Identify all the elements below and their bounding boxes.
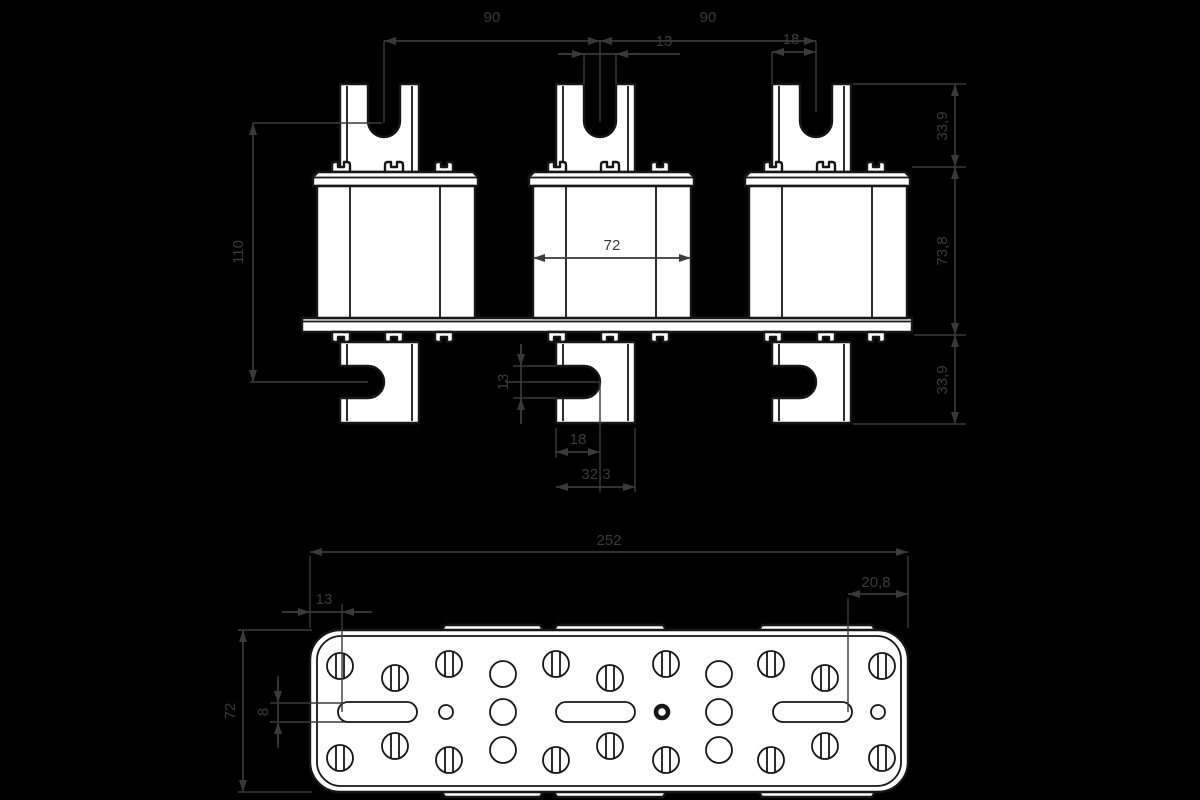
fuse-front-3 [743, 82, 912, 425]
dim-plate-width: 252 [309, 532, 909, 628]
front-view: 90 90 13 18 110 [230, 9, 966, 492]
dim-label-plate-slot-height: 8 [255, 708, 272, 716]
dim-label-top-blade-height: 33,9 [934, 111, 951, 140]
dim-bottom-slot-offset: 18 [555, 428, 600, 458]
dim-plate-depth: 72 [222, 629, 312, 793]
base-plate-inner-edge [316, 635, 902, 787]
dim-label-body-width: 72 [604, 237, 621, 254]
dim-label-bottom-blade-width: 32,3 [581, 466, 610, 483]
dim-height-stack: 33,9 73,8 33,9 [853, 83, 966, 425]
dim-label-bottom-slot-offset: 18 [570, 431, 587, 448]
dim-bottom-slot-height: 13 [495, 344, 556, 424]
dim-label-edge-to-slot: 13 [316, 591, 333, 608]
dim-plate-edge-to-slot: 13 [282, 591, 372, 712]
dim-body-width: 72 [533, 237, 691, 262]
dim-label-plate-width: 252 [596, 532, 621, 549]
dim-overall-height: 110 [230, 122, 382, 382]
dim-span-right: 90 [600, 9, 816, 45]
dim-plate-slot-height: 8 [255, 676, 345, 748]
dim-label-plate-depth: 72 [222, 703, 239, 720]
plate-slots-middle-row [337, 698, 886, 726]
mounting-rail [300, 316, 914, 334]
dim-plate-slot-to-edge: 20,8 [847, 574, 908, 712]
dim-label-bottom-slot-height: 13 [495, 374, 512, 391]
dim-label-top-blade-offset: 18 [783, 31, 800, 48]
dim-label-bottom-blade-height: 33,9 [934, 365, 951, 394]
dim-top-slot-width: 13 [558, 33, 680, 84]
dim-label-slot-to-edge: 20,8 [861, 574, 890, 591]
dim-label-span-right: 90 [700, 9, 717, 26]
plate-holes-top-row [326, 650, 896, 692]
plate-holes-bottom-row [326, 732, 896, 774]
dim-span-left: 90 [384, 9, 600, 45]
bottom-view: 252 13 20,8 72 [222, 532, 910, 799]
dim-bottom-blade-width: 32,3 [556, 428, 636, 492]
dim-label-body-height: 73,8 [934, 236, 951, 265]
dim-top-blade-offset: 18 [771, 31, 816, 84]
dim-label-span-left: 90 [484, 9, 501, 26]
dim-label-top-slot-width: 13 [656, 33, 673, 50]
fuse-front-1 [311, 82, 480, 425]
dim-label-overall-height: 110 [230, 240, 247, 264]
